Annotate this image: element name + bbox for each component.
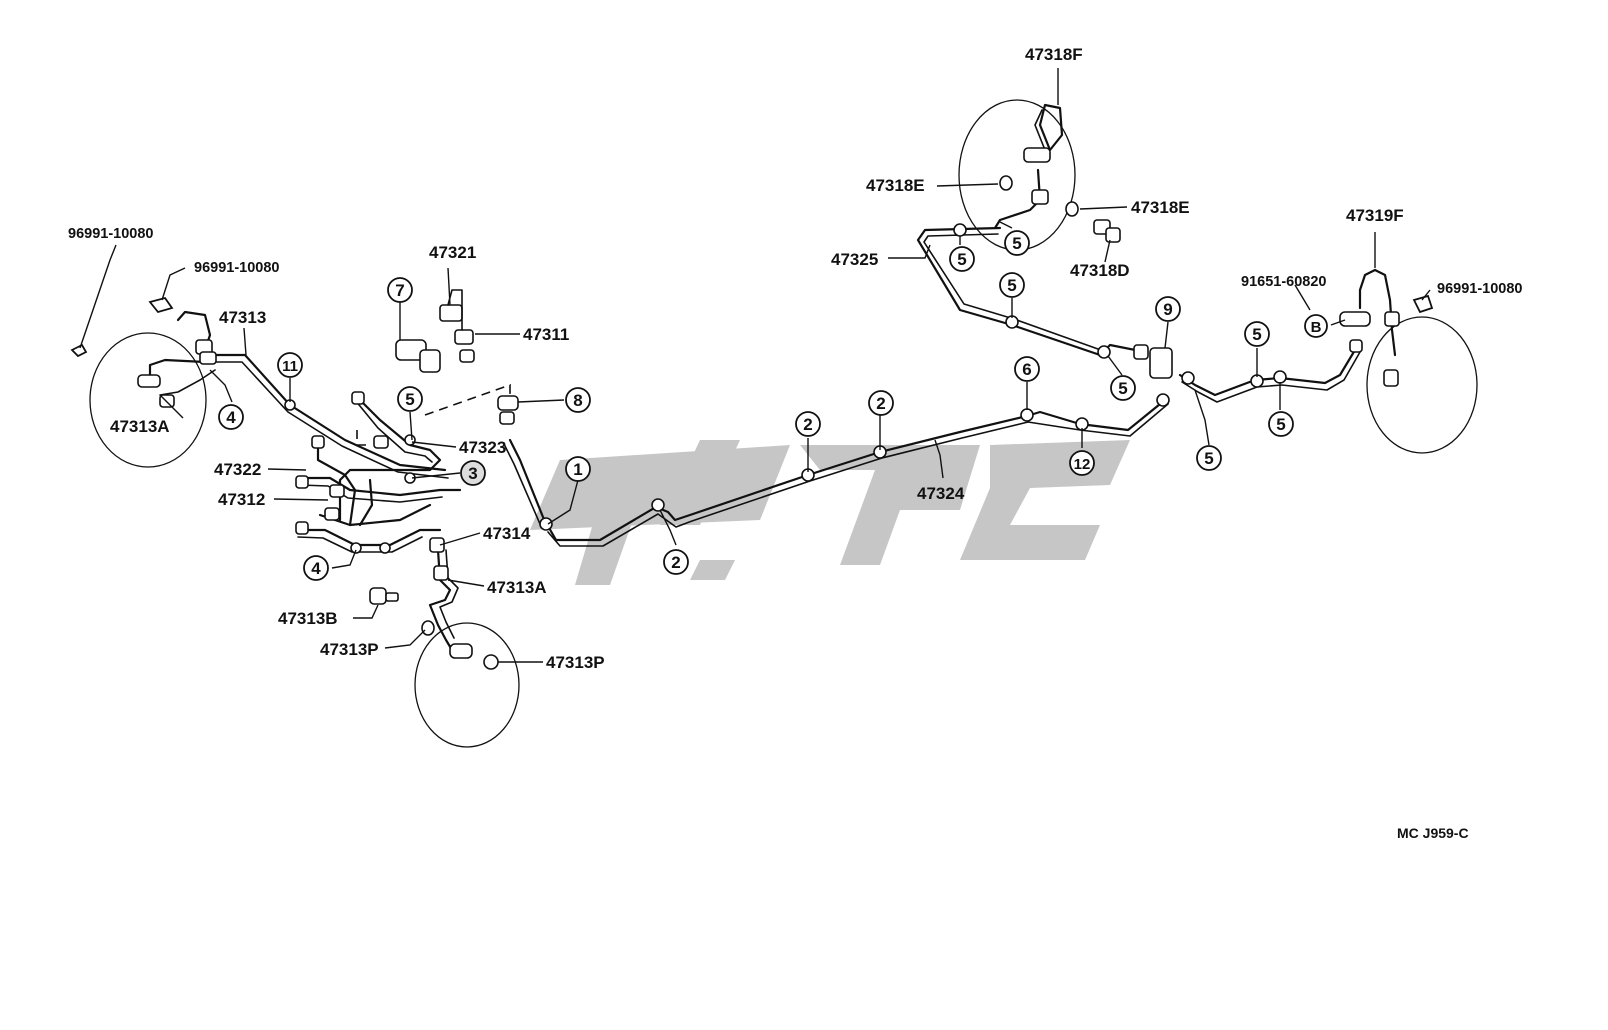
label-47322: 47322	[214, 460, 261, 479]
svg-text:5: 5	[405, 390, 414, 409]
callout-5-rear-b: 5	[1004, 230, 1030, 256]
front-left-disc	[89, 332, 207, 468]
rear-right-drum	[1366, 316, 1478, 454]
label-96991-left: 96991-10080	[68, 226, 153, 242]
label-47318E-left: 47318E	[866, 176, 925, 195]
label-47325: 47325	[831, 250, 878, 269]
callout-5-rear-e: 5	[1196, 445, 1222, 471]
svg-text:5: 5	[1204, 449, 1213, 468]
rear-left-drum	[958, 99, 1076, 251]
svg-text:9: 9	[1163, 300, 1172, 319]
callout-9: 9	[1155, 296, 1181, 322]
callout-11: 11	[277, 352, 303, 378]
proportioning-valve-47321	[439, 304, 463, 322]
svg-text:5: 5	[1252, 325, 1261, 344]
label-47318E-right: 47318E	[1131, 198, 1190, 217]
hardware-parts	[70, 147, 1434, 670]
callouts: 1 2 2 2 3 4 4 5 5 5 5 5 5 5 5 6 7 8 9 11…	[218, 230, 1328, 581]
svg-text:B: B	[1311, 319, 1322, 336]
callout-4-lower: 4	[303, 555, 329, 581]
callout-8: 8	[565, 387, 591, 413]
clip-96991-left	[70, 343, 88, 358]
label-47313P-left: 47313P	[320, 640, 379, 659]
gasket-47313P-left	[421, 620, 435, 636]
part-number-labels: 96991-10080 96991-10080 96991-10080 4731…	[68, 45, 1522, 672]
callout-4-upper: 4	[218, 404, 244, 430]
callout-5-rear-c: 5	[999, 272, 1025, 298]
label-47318F: 47318F	[1025, 45, 1083, 64]
svg-text:4: 4	[311, 559, 321, 578]
label-47313: 47313	[219, 308, 266, 327]
svg-text:4: 4	[226, 408, 236, 427]
svg-text:5: 5	[1012, 234, 1021, 253]
bolt-47313B	[369, 587, 387, 605]
svg-text:8: 8	[573, 391, 582, 410]
svg-text:6: 6	[1022, 360, 1031, 379]
watermark-logo	[530, 440, 1130, 585]
label-47313A-left: 47313A	[110, 417, 170, 436]
callout-1: 1	[565, 456, 591, 482]
union-8	[497, 395, 519, 411]
callout-5-master: 5	[397, 386, 423, 412]
callout-2-right: 2	[868, 390, 894, 416]
callout-12: 12	[1069, 450, 1095, 476]
leader-lines	[79, 68, 1431, 663]
callout-B: B	[1304, 314, 1328, 338]
svg-text:2: 2	[671, 553, 680, 572]
label-47314: 47314	[483, 524, 531, 543]
label-47321: 47321	[429, 243, 476, 262]
svg-text:7: 7	[395, 281, 404, 300]
label-47312: 47312	[218, 490, 265, 509]
label-91651: 91651-60820	[1241, 274, 1326, 290]
label-47313P-right: 47313P	[546, 653, 605, 672]
svg-text:5: 5	[957, 250, 966, 269]
label-47319F: 47319F	[1346, 206, 1404, 225]
callout-5-rear-g: 5	[1268, 411, 1294, 437]
label-47324: 47324	[917, 484, 965, 503]
callout-2-left: 2	[663, 549, 689, 575]
svg-text:11: 11	[282, 358, 298, 375]
diagram-reference-code: MC J959-C	[1397, 825, 1469, 841]
clip-96991-mid	[148, 296, 174, 314]
gasket-47313P-right	[483, 654, 499, 670]
label-47311: 47311	[523, 325, 569, 344]
brake-pipes	[148, 103, 1397, 657]
callout-5-rear-f: 5	[1244, 321, 1270, 347]
label-47313A-lower: 47313A	[487, 578, 547, 597]
label-96991-mid: 96991-10080	[194, 260, 279, 276]
callout-5-rear-d: 5	[1110, 375, 1136, 401]
pipe-47325	[916, 226, 1147, 357]
svg-text:12: 12	[1074, 456, 1091, 473]
gasket-47318E-left	[999, 175, 1013, 191]
callout-2-mid: 2	[795, 411, 821, 437]
svg-text:2: 2	[876, 394, 885, 413]
junction-block-9	[1149, 347, 1173, 379]
gasket-47318E-right	[1065, 201, 1079, 217]
svg-text:5: 5	[1276, 415, 1285, 434]
svg-text:2: 2	[803, 415, 812, 434]
svg-text:5: 5	[1007, 276, 1016, 295]
svg-text:1: 1	[573, 460, 582, 479]
label-47318D: 47318D	[1070, 261, 1130, 280]
callout-5-rear-a: 5	[949, 246, 975, 272]
front-right-disc	[414, 622, 520, 748]
callout-3: 3	[460, 460, 486, 486]
callout-7: 7	[387, 277, 413, 303]
label-96991-right: 96991-10080	[1437, 281, 1522, 297]
label-47323: 47323	[459, 438, 506, 457]
svg-text:5: 5	[1118, 379, 1127, 398]
callout-6: 6	[1014, 356, 1040, 382]
pipe-47313	[203, 353, 447, 472]
svg-text:3: 3	[468, 464, 477, 483]
label-47313B: 47313B	[278, 609, 338, 628]
